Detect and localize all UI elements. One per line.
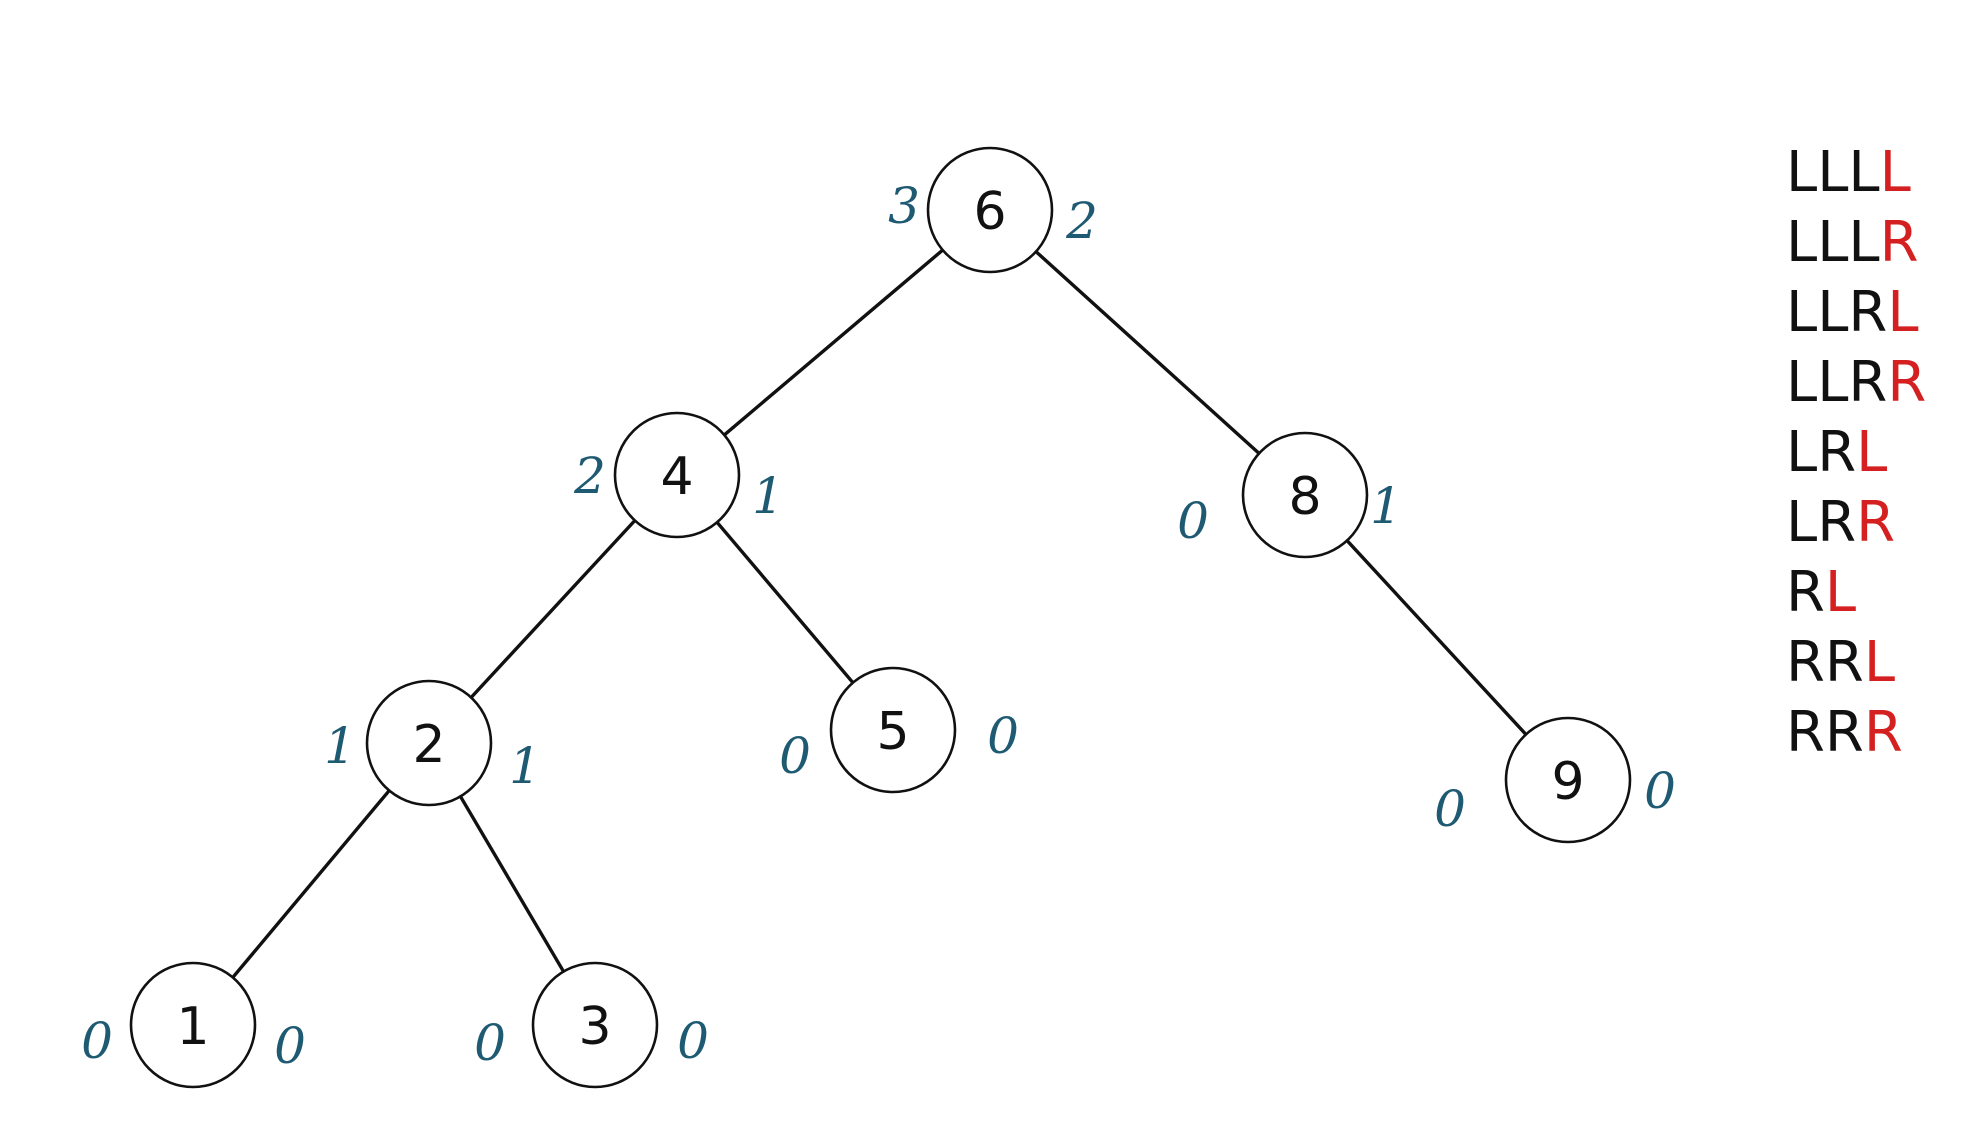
left-height-label: 0 bbox=[779, 727, 811, 785]
legend-path-prefix: LLL bbox=[1786, 210, 1880, 275]
node-circle bbox=[829, 666, 957, 794]
node-circle bbox=[129, 961, 257, 1089]
left-height-label: 0 bbox=[474, 1014, 506, 1072]
tree-edge-n2-n1 bbox=[231, 788, 391, 980]
tree-node-3: 3 0 0 bbox=[474, 961, 709, 1089]
legend-path-last-step: L bbox=[1856, 420, 1888, 485]
left-height-label: 3 bbox=[888, 177, 920, 235]
legend-path-last-step: R bbox=[1879, 210, 1919, 275]
node-circle bbox=[926, 146, 1054, 274]
legend-row: RRR bbox=[1786, 698, 1966, 768]
left-height-label: 1 bbox=[324, 717, 356, 775]
node-value: 3 bbox=[578, 997, 611, 1057]
legend-path-last-step: L bbox=[1863, 630, 1896, 695]
legend-path-prefix: LLR bbox=[1786, 280, 1888, 345]
tree-node-6: 63 2 bbox=[888, 146, 1098, 274]
legend-row: LLRL bbox=[1786, 278, 1966, 348]
legend-path-last-step: R bbox=[1856, 490, 1896, 555]
legend-path-last-step: R bbox=[1863, 700, 1903, 765]
legend-path-prefix: RR bbox=[1786, 700, 1864, 765]
left-height-label: 0 bbox=[81, 1012, 113, 1070]
legend-row: LLRR bbox=[1786, 348, 1966, 418]
node-circle bbox=[1241, 431, 1369, 559]
tree-edge-n6-n4 bbox=[722, 248, 945, 437]
right-height-label: 1 bbox=[509, 737, 541, 795]
tree-edge-n4-n5 bbox=[715, 520, 855, 685]
right-height-label: 0 bbox=[1644, 762, 1676, 820]
tree-node-8: 8 0 1 bbox=[1177, 431, 1402, 559]
node-circle bbox=[531, 961, 659, 1089]
tree-node-5: 5 0 0 bbox=[779, 666, 1019, 794]
node-value: 9 bbox=[1551, 752, 1584, 812]
legend-path-prefix: LLR bbox=[1786, 350, 1888, 415]
right-height-label: 2 bbox=[1065, 192, 1098, 250]
legend-row: LRR bbox=[1786, 488, 1966, 558]
legend-path-prefix: LLL bbox=[1786, 140, 1880, 205]
tree-edge-n2-n3 bbox=[458, 794, 566, 974]
node-value: 6 bbox=[973, 182, 1006, 242]
tree-edge-n8-n9 bbox=[1345, 538, 1528, 737]
legend-path-last-step: R bbox=[1887, 350, 1927, 415]
legend-row: LLLL bbox=[1786, 138, 1966, 208]
legend-path-last-step: L bbox=[1824, 560, 1857, 625]
node-circle bbox=[613, 411, 741, 539]
left-height-label: 0 bbox=[1177, 492, 1209, 550]
legend-row: RRL bbox=[1786, 628, 1966, 698]
legend-path-prefix: R bbox=[1786, 560, 1825, 625]
node-value: 2 bbox=[412, 715, 445, 775]
tree-edge-n6-n8 bbox=[1034, 249, 1261, 456]
node-value: 4 bbox=[660, 447, 693, 507]
node-circle bbox=[1504, 716, 1632, 844]
legend-row: RL bbox=[1786, 558, 1966, 628]
legend-path-prefix: RR bbox=[1786, 630, 1864, 695]
left-height-label: 2 bbox=[573, 447, 606, 505]
node-value: 8 bbox=[1288, 467, 1321, 527]
node-circle bbox=[365, 679, 493, 807]
tree-node-4: 42 1 bbox=[573, 411, 784, 539]
tree-node-1: 1 0 0 bbox=[81, 961, 306, 1089]
legend-row: LLLR bbox=[1786, 208, 1966, 278]
right-height-label: 0 bbox=[677, 1012, 709, 1070]
legend-row: LRL bbox=[1786, 418, 1966, 488]
right-height-label: 1 bbox=[752, 467, 784, 525]
tree-edge-n4-n2 bbox=[469, 518, 637, 700]
right-height-label: 0 bbox=[274, 1017, 306, 1075]
right-height-label: 0 bbox=[987, 707, 1019, 765]
node-value: 1 bbox=[176, 997, 209, 1057]
legend-path-prefix: LR bbox=[1786, 490, 1857, 555]
tree-edges bbox=[231, 248, 1528, 980]
legend-path-prefix: LR bbox=[1786, 420, 1857, 485]
legend-path-last-step: L bbox=[1887, 280, 1919, 345]
node-value: 5 bbox=[876, 702, 909, 762]
tree-node-9: 9 0 0 bbox=[1434, 716, 1676, 844]
legend-path-last-step: L bbox=[1879, 140, 1911, 205]
right-height-label: 1 bbox=[1370, 477, 1402, 535]
left-height-label: 0 bbox=[1434, 780, 1466, 838]
